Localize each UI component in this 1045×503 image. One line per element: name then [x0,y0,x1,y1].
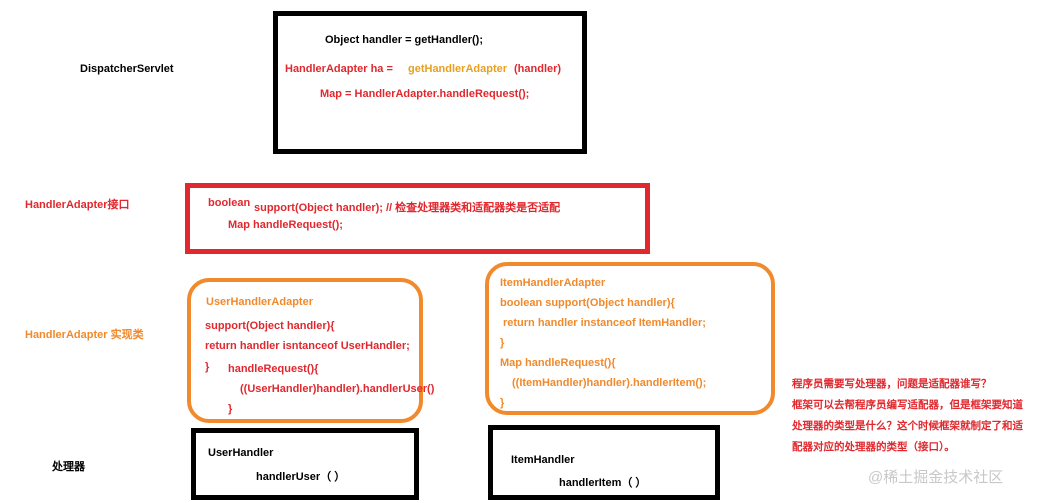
watermark: @稀土掘金技术社区 [868,469,1004,486]
item-adapter-line-6: } [500,397,505,409]
dispatcher-line-2c: (handler) [514,63,562,75]
user-adapter-box [187,278,423,423]
user-handler-method: handlerUser（ ） [256,471,346,483]
label-dispatcher-servlet: DispatcherServlet [80,63,174,75]
user-adapter-line-1: support(Object handler){ [205,320,335,332]
item-handler-title: ItemHandler [511,454,575,466]
interface-line-1-keyword: boolean [208,197,251,209]
user-adapter-line-4: ((UserHandler)handler).handlerUser() [240,383,435,395]
user-adapter-line-5: } [228,403,233,415]
explanation-note: 程序员需要写处理器，问题是适配器谁写？ 框架可以去帮程序员编写适配器，但是框架要… [792,374,1042,458]
note-line-4: 配器对应的处理器的类型（接口）。 [792,441,955,453]
interface-line-1: support(Object handler); // 检查处理器类和适配器类是… [254,202,561,214]
user-adapter-line-2: return handler isntanceof UserHandler; [205,340,410,352]
user-adapter-line-3-brace: } [205,361,210,373]
item-adapter-line-4: Map handleRequest(){ [500,357,616,369]
dispatcher-line-1: Object handler = getHandler(); [325,34,483,46]
dispatcher-box [273,11,587,154]
interface-line-2: Map handleRequest(); [228,219,343,231]
item-adapter-line-5: ((ItemHandler)handler).handlerItem(); [512,377,707,389]
dispatcher-line-3: Map = HandlerAdapter.handleRequest(); [320,88,530,100]
item-adapter-title: ItemHandlerAdapter [500,277,606,289]
label-handler-adapter-impl: HandlerAdapter 实现类 [25,329,144,341]
item-adapter-line-1: boolean support(Object handler){ [500,297,675,309]
dispatcher-line-2a: HandlerAdapter ha = [285,63,393,75]
dispatcher-line-2b: getHandlerAdapter [408,63,508,75]
item-handler-method: handlerItem（ ） [559,477,647,489]
item-adapter-line-2: return handler instanceof ItemHandler; [503,317,706,329]
note-line-2: 框架可以去帮程序员编写适配器，但是框架要知道 [792,399,1023,411]
note-line-1: 程序员需要写处理器，问题是适配器谁写？ [792,378,992,390]
user-adapter-line-3: handleRequest(){ [228,363,319,375]
user-handler-title: UserHandler [208,447,274,459]
label-processor: 处理器 [52,461,85,473]
label-handler-adapter-interface: HandlerAdapter接口 [25,199,130,211]
item-handler-box [488,425,720,500]
user-adapter-title: UserHandlerAdapter [206,296,313,308]
interface-box [185,183,650,254]
item-adapter-line-3: } [500,337,505,349]
item-adapter-box [485,262,775,415]
note-line-3: 处理器的类型是什么？这个时候框架就制定了和适 [792,420,1023,432]
user-handler-box [191,428,419,500]
